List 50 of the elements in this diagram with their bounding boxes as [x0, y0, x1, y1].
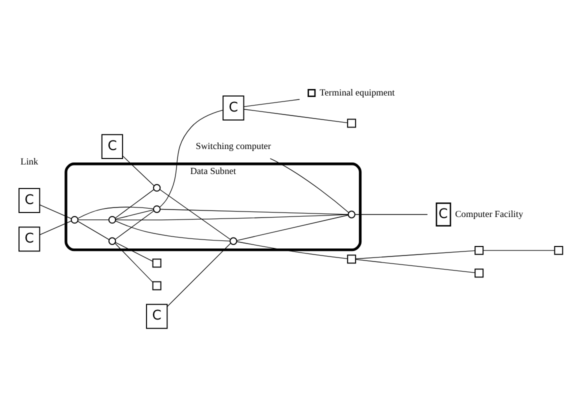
- connector: [244, 98, 300, 107]
- node-box: C: [146, 303, 168, 328]
- connector: [77, 206, 154, 218]
- node-box: C: [436, 202, 452, 226]
- node-box: [474, 245, 484, 254]
- connector: [114, 188, 154, 218]
- connector: [115, 208, 154, 219]
- connector: [167, 242, 231, 306]
- node-box: [308, 88, 316, 96]
- node-circle: [108, 215, 116, 224]
- node-box: [347, 254, 356, 264]
- node-box: C: [222, 94, 244, 120]
- node-text: Switching computer: [196, 142, 272, 152]
- connector: [270, 158, 350, 212]
- cluster: Data Subnet: [64, 162, 362, 251]
- node-label: Computer Facility: [455, 209, 524, 220]
- node-circle: [108, 236, 116, 244]
- node-box: C: [18, 188, 40, 212]
- connector: [355, 250, 476, 259]
- connector: [160, 208, 348, 214]
- connector: [159, 109, 224, 208]
- connector: [244, 108, 348, 123]
- connector: [114, 210, 154, 240]
- node-label: Terminal equipment: [320, 88, 395, 98]
- node-box: C: [101, 134, 124, 159]
- connector: [39, 204, 72, 219]
- node-circle: [348, 210, 356, 218]
- node-box: [554, 245, 564, 254]
- node-box: [152, 258, 162, 268]
- node-circle: [153, 184, 161, 192]
- node-box: [152, 280, 162, 290]
- connector: [160, 188, 231, 240]
- node-box: C: [18, 226, 40, 252]
- node-circle: [230, 236, 238, 244]
- connector: [78, 218, 110, 220]
- node-box: [474, 268, 484, 278]
- connector: [115, 242, 154, 262]
- node-box: [347, 118, 356, 128]
- connector: [122, 155, 154, 186]
- node-circle: [153, 204, 161, 212]
- connector: [77, 220, 110, 240]
- connector: [236, 240, 348, 259]
- connector: [236, 214, 348, 240]
- connector: [115, 214, 348, 220]
- connector: [115, 220, 230, 241]
- connector: [355, 258, 476, 273]
- label: Link: [20, 156, 38, 167]
- connector: [114, 242, 153, 282]
- node-circle: [70, 215, 78, 224]
- connector: [39, 220, 72, 235]
